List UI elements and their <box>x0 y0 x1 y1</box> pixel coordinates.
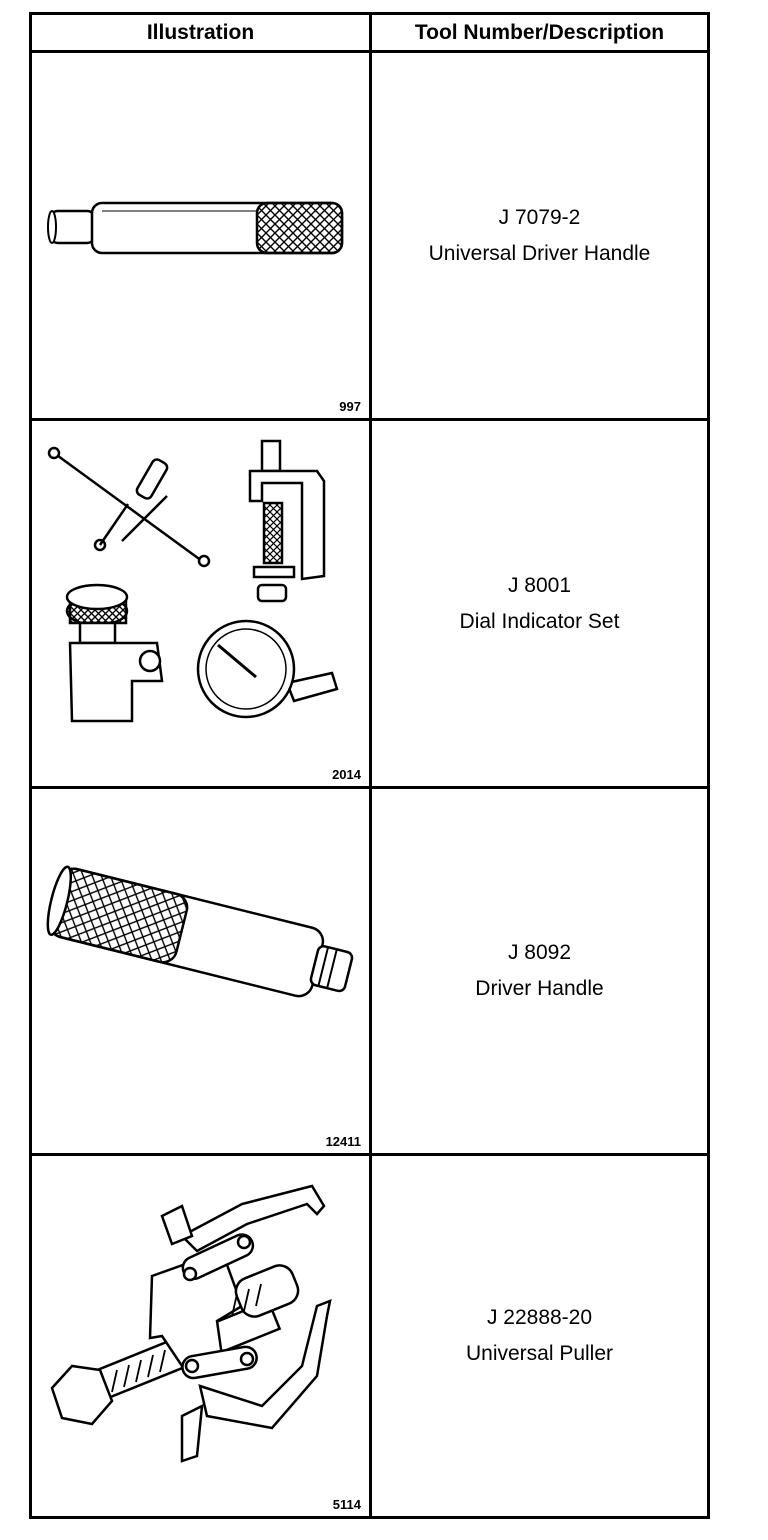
column-divider <box>369 15 372 1516</box>
table-row: 5114 J 22888-20 Universal Puller <box>32 1156 707 1516</box>
figure-number: 997 <box>339 399 361 414</box>
figure-number: 2014 <box>332 767 361 782</box>
illustration-column-header: Illustration <box>146 21 255 44</box>
illustration-cell: 997 <box>32 53 369 418</box>
tool-description: Dial Indicator Set <box>459 609 620 633</box>
tool-description: Universal Driver Handle <box>428 241 651 265</box>
tool-description-cell: J 22888-20 Universal Puller <box>372 1156 707 1516</box>
table-row: 2014 J 8001 Dial Indicator Set <box>32 421 707 789</box>
tool-description: Driver Handle <box>475 977 604 1000</box>
table-row: 12411 J 8092 Driver Handle <box>32 789 707 1156</box>
tool-description-cell: J 8092 Driver Handle <box>372 789 707 1153</box>
illustration-cell: 12411 <box>32 789 369 1153</box>
figure-number: 5114 <box>332 1497 361 1512</box>
tools-table: Illustration Tool Number/Description 997… <box>29 12 710 1519</box>
tool-number: J 22888-20 <box>486 1306 593 1329</box>
tool-description: Universal Puller <box>465 1342 614 1365</box>
illustration-cell: 2014 <box>32 421 369 786</box>
universal-puller-illustration <box>50 1184 332 1463</box>
dial-indicator-set-illustration <box>47 439 339 723</box>
tool-description-cell: J 7079-2 Universal Driver Handle <box>372 53 707 418</box>
universal-driver-handle-illustration <box>47 201 344 255</box>
tool-number: J 8092 <box>507 941 572 964</box>
driver-handle-illustration <box>46 865 354 998</box>
tool-description-cell: J 8001 Dial Indicator Set <box>372 421 707 786</box>
tool-number: J 7079-2 <box>498 205 581 229</box>
tool-column-header: Tool Number/Description <box>414 21 665 44</box>
illustration-cell: 5114 <box>32 1156 369 1516</box>
figure-number: 12411 <box>325 1134 361 1149</box>
tool-number: J 8001 <box>507 573 572 597</box>
table-row: 997 J 7079-2 Universal Driver Handle <box>32 53 707 421</box>
